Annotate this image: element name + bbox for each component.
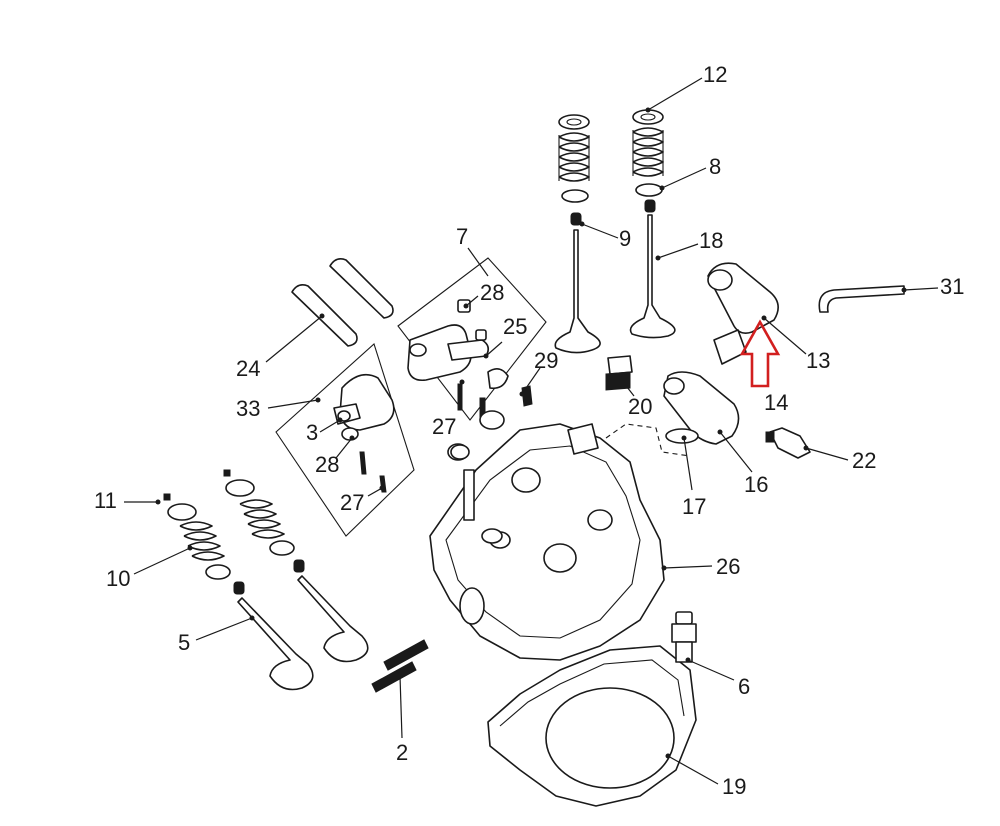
callout-17: 17 [682,494,706,519]
callout-2: 2 [396,740,408,765]
plug-20 [605,355,633,391]
callout-22: 22 [852,448,876,473]
spark-plug [671,611,697,663]
callout-25: 25 [503,314,527,339]
red-up-arrow [739,319,781,388]
callout-27b: 27 [340,490,364,515]
callout-28b: 28 [315,452,339,477]
callout-11: 11 [94,488,117,513]
callout-7: 7 [456,224,468,249]
callout-8: 8 [709,154,721,179]
water-pipe [818,285,905,313]
valve-assembly-left [163,469,369,691]
o-ring [450,444,470,460]
callout-29: 29 [534,348,558,373]
callout-10: 10 [106,566,130,591]
callout-6: 6 [738,674,750,699]
thermostat-assembly [605,262,779,457]
push-rods [291,258,394,347]
callout-31: 31 [940,274,964,299]
callout-20: 20 [628,394,652,419]
callout-12: 12 [703,62,727,87]
studs [371,639,429,693]
callout-27a: 27 [432,414,456,439]
callout-26: 26 [716,554,740,579]
leader-lines [124,77,939,785]
valve-assembly-right [629,109,676,339]
callout-9: 9 [619,226,631,251]
callout-14: 14 [764,390,788,415]
callout-labels: 12 8 9 18 7 28 25 31 13 14 24 29 20 33 3… [94,62,964,799]
callout-13: 13 [806,348,830,373]
rocker-box-7 [397,257,547,421]
callout-5: 5 [178,630,190,655]
callout-24: 24 [236,356,260,381]
callout-3: 3 [306,420,318,445]
head-gasket [487,645,697,807]
cylinder-head [429,410,665,661]
temperature-sensor [765,427,811,459]
callout-18: 18 [699,228,723,253]
callout-19: 19 [722,774,746,799]
callout-16: 16 [744,472,768,497]
callout-33: 33 [236,396,260,421]
valve-assembly-center [554,114,601,354]
callout-28a: 28 [480,280,504,305]
